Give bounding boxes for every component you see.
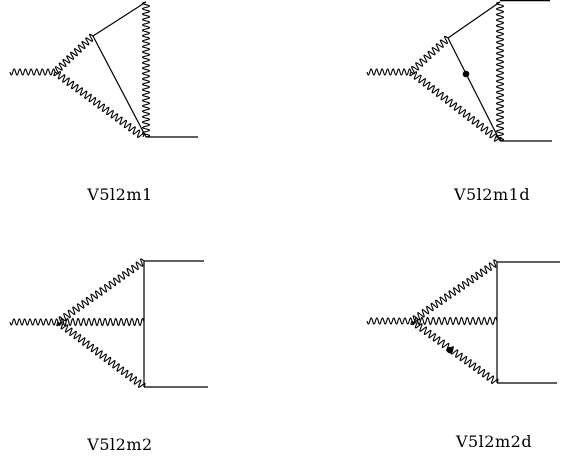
internal-boson-lower xyxy=(53,71,145,138)
internal-boson-middle xyxy=(411,316,498,326)
internal-boson-vertical xyxy=(495,1,505,142)
internal-boson-upper xyxy=(54,33,94,75)
caption-v5l2m2d: V5l2m2d xyxy=(455,432,533,451)
external-boson-line xyxy=(366,317,413,325)
caption-v5l2m1d: V5l2m1d xyxy=(453,185,531,204)
internal-boson-lower xyxy=(409,71,502,142)
internal-boson-upper xyxy=(410,35,449,75)
fermion-line-top xyxy=(92,1,147,37)
external-boson-line xyxy=(366,68,412,76)
external-boson-line xyxy=(9,318,59,326)
mass-insertion-dot xyxy=(462,70,470,78)
internal-boson-lower xyxy=(56,321,146,388)
caption-v5l2m2: V5l2m2 xyxy=(87,435,153,454)
internal-boson-upper xyxy=(411,259,498,324)
internal-boson-vertical xyxy=(141,1,151,138)
caption-v5l2m1: V5l2m1 xyxy=(87,185,153,204)
mass-insertion-dot xyxy=(446,346,454,354)
fermion-line-diagonal xyxy=(92,35,147,138)
fermion-line-top xyxy=(447,1,501,39)
internal-boson-upper xyxy=(57,258,145,325)
internal-boson-lower xyxy=(410,320,499,384)
fermion-line-diagonal xyxy=(447,37,501,142)
internal-boson-middle xyxy=(57,317,145,327)
external-boson-line xyxy=(9,68,56,76)
